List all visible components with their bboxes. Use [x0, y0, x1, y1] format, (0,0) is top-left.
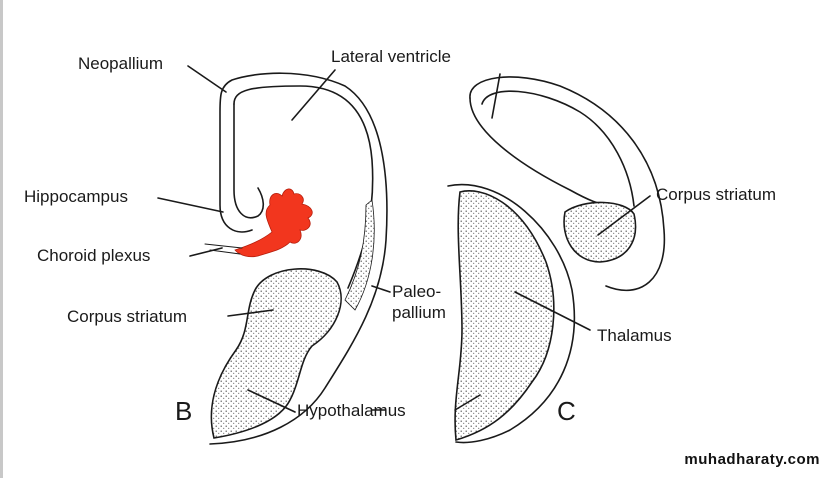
- c-inner-ring: [481, 90, 635, 207]
- label-lateral-ventricle: Lateral ventricle: [331, 47, 452, 66]
- c-outer-wall: [447, 183, 576, 444]
- label-neopallium: Neopallium: [78, 54, 164, 73]
- b-hippocampus: [233, 103, 265, 219]
- b-ventricle-inner: [233, 85, 374, 289]
- label-thalamus: Thalamus: [597, 326, 672, 345]
- label-hippocampus: Hippocampus: [24, 187, 128, 206]
- b-paleopallium: [344, 199, 375, 311]
- label-corpus-striatum-b: Corpus striatum: [67, 307, 187, 326]
- panel-letter-b: B: [175, 396, 193, 426]
- b-choroid-plexus: [234, 188, 313, 258]
- label-hypothalamus: Hypothalamus: [297, 401, 406, 420]
- label-paleopallium-2: pallium: [392, 303, 446, 322]
- left-border: [0, 0, 3, 478]
- c-outer-ring: [469, 76, 666, 291]
- b-outer-wall: [209, 72, 388, 445]
- label-corpus-striatum-c: Corpus striatum: [656, 185, 776, 204]
- panel-letter-c: C: [557, 396, 576, 426]
- label-choroid-plexus: Choroid plexus: [37, 246, 151, 265]
- c-thalamus: [454, 190, 555, 442]
- label-paleopallium-1: Paleo-: [392, 282, 442, 301]
- b-striatum: [210, 268, 342, 439]
- c-striatum: [563, 201, 637, 263]
- watermark: muhadharaty.com: [684, 451, 820, 468]
